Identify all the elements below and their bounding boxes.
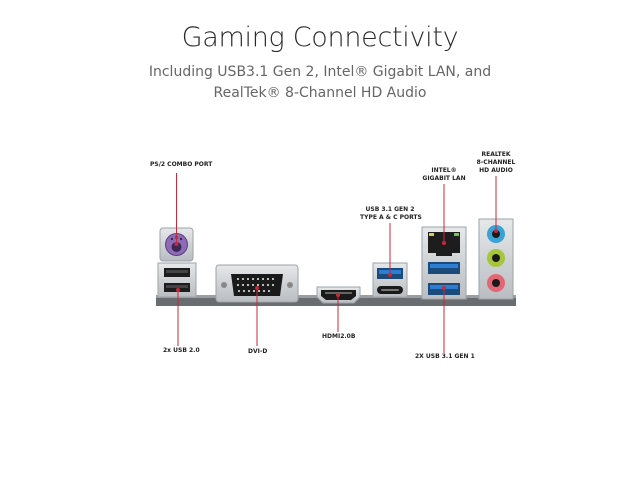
label-usb20: 2x USB 2.0 — [163, 347, 200, 354]
page-title: Gaming Connectivity — [181, 22, 459, 53]
label-audio-line3: HD AUDIO — [479, 167, 513, 174]
label-usb31-gen2: USB 3.1 GEN 2 TYPE A & C PORTS — [360, 206, 422, 222]
label-dvi-d: DVI-D — [248, 348, 268, 355]
label-usb31-gen1: 2X USB 3.1 GEN 1 — [415, 353, 475, 360]
label-audio: REALTEK 8-CHANNEL HD AUDIO — [466, 151, 526, 175]
subtitle-line-1: Including USB3.1 Gen 2, Intel® Gigabit L… — [148, 64, 492, 80]
label-usb31-gen2-line1: USB 3.1 GEN 2 — [365, 206, 415, 213]
label-lan-line1: INTEL® — [431, 167, 457, 174]
label-usb31-gen2-line2: TYPE A & C PORTS — [360, 214, 422, 221]
label-lan: INTEL® GIGABIT LAN — [414, 167, 474, 183]
label-hdmi: HDMI2.0B — [322, 333, 356, 340]
callout-lines — [174, 173, 498, 353]
usb20-ports — [157, 262, 197, 298]
subtitle-line-2: RealTek® 8-Channel HD Audio — [213, 85, 427, 101]
label-ps2: PS/2 COMBO PORT — [150, 161, 213, 168]
label-lan-line2: GIGABIT LAN — [422, 175, 466, 182]
label-audio-line1: REALTEK — [481, 151, 511, 158]
label-audio-line2: 8-CHANNEL — [476, 159, 516, 166]
